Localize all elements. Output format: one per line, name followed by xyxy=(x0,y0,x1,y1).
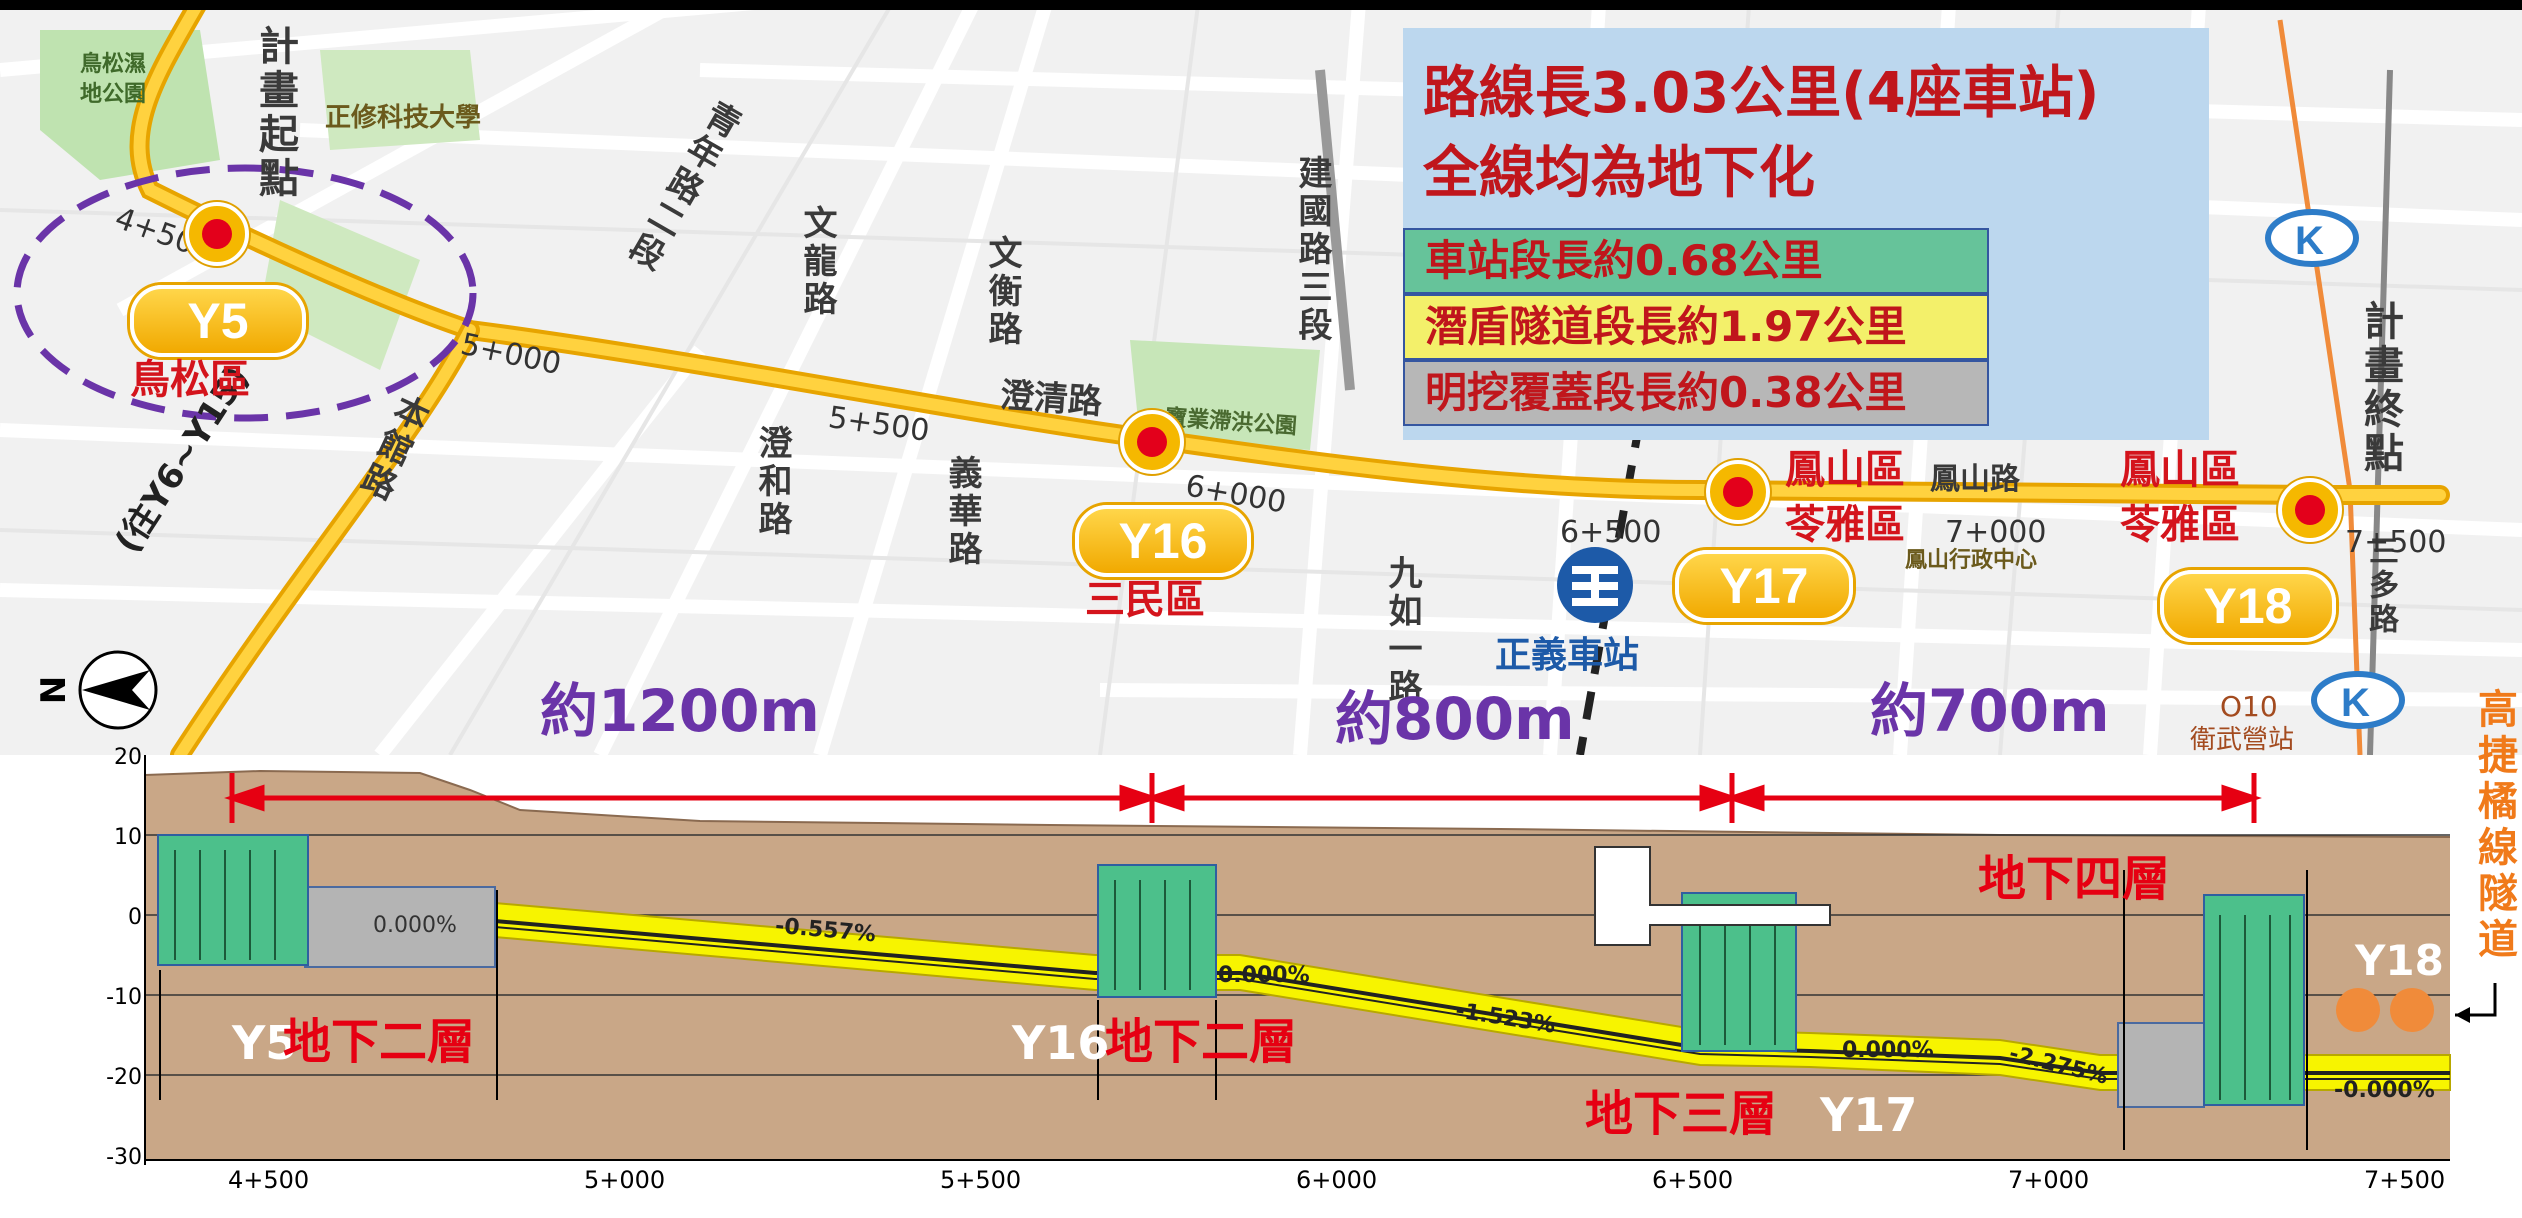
poi-label: 鳳山行政中心 xyxy=(1905,548,2038,573)
station-marker-y18 xyxy=(2278,478,2342,542)
cut-cover-box xyxy=(2117,1022,2205,1108)
district-label: 苓雅區 xyxy=(1785,502,1905,548)
grade-label: -0.000% xyxy=(2334,1078,2435,1103)
svg-text:K: K xyxy=(2341,681,2370,725)
poi-label: 正義車站 xyxy=(1495,635,1640,676)
orange-line-connector-label: 高捷橘線隧道 xyxy=(2471,688,2517,964)
station-level-y17: 地下三層 xyxy=(1585,1086,1778,1142)
station-code-y16: Y16 xyxy=(1012,1016,1110,1070)
x-tick: 4+500 xyxy=(228,1166,310,1194)
north-label: N xyxy=(34,675,75,705)
station-badge-y16: Y16 xyxy=(1075,505,1251,577)
station-code-y5: Y5 xyxy=(232,1016,298,1070)
district-label: 鳳山區 xyxy=(2120,447,2240,493)
station-level-y5: 地下二層 xyxy=(283,1014,476,1070)
station-box-y5 xyxy=(157,834,309,966)
y-tick: -20 xyxy=(106,1065,142,1090)
road-label: 文龍路 xyxy=(797,205,837,319)
x-tick: 5+000 xyxy=(584,1166,666,1194)
road-label: 三多路 xyxy=(2363,535,2398,637)
district-label: 鳥松區 xyxy=(130,357,250,403)
legend-shield-tunnel: 潛盾隧道段長約1.97公里 xyxy=(1403,294,1989,360)
y-tick: -30 xyxy=(106,1145,142,1170)
top-border xyxy=(0,0,2522,10)
connector-tunnel-circle xyxy=(2336,988,2380,1032)
distance-label: 約800m xyxy=(1335,685,1575,753)
legend-station-section: 車站段長約0.68公里 xyxy=(1403,228,1989,294)
road-label: 計畫起點 xyxy=(252,25,298,201)
station-code-y18: Y18 xyxy=(2355,936,2444,985)
district-label: 苓雅區 xyxy=(2120,502,2240,548)
distance-label: 約700m xyxy=(1870,677,2110,745)
road-label: 計畫終點 xyxy=(2357,300,2403,476)
road-label: 文衡路 xyxy=(982,235,1022,349)
poi-label: O10 xyxy=(2220,690,2278,723)
y-tick: 20 xyxy=(114,745,142,770)
station-level-y18: 地下四層 xyxy=(1978,851,2171,907)
poi-label: 正修科技大學 xyxy=(325,103,482,133)
chainage-label: 7+500 xyxy=(2345,525,2447,560)
svg-text:K: K xyxy=(2295,219,2324,263)
y-tick: 0 xyxy=(128,905,142,930)
y-tick: -10 xyxy=(106,985,142,1010)
x-tick: 6+500 xyxy=(1652,1166,1734,1194)
road-label: 九如一路 xyxy=(1382,555,1422,707)
station-badge-y18: Y18 xyxy=(2160,570,2336,642)
chainage-label: 6+500 xyxy=(1560,515,1662,550)
district-label: 三民區 xyxy=(1085,577,1205,623)
distance-label: 約1200m xyxy=(540,677,820,745)
connector-tunnel-circle xyxy=(2390,988,2434,1032)
road-label: 建國路三段 xyxy=(1292,155,1332,345)
station-badge-y5: Y5 xyxy=(130,285,306,357)
route-info-box: 路線長3.03公里(4座車站) 全線均為地下化 車站段長約0.68公里 潛盾隧道… xyxy=(1403,28,2209,440)
cut-cover-box xyxy=(304,886,496,968)
station-code-y17: Y17 xyxy=(1820,1088,1918,1142)
road-label: 義華路 xyxy=(942,455,982,569)
district-label: 鳳山區 xyxy=(1785,447,1905,493)
x-tick: 7+000 xyxy=(2008,1166,2090,1194)
x-tick: 5+500 xyxy=(940,1166,1022,1194)
station-box-y16 xyxy=(1097,864,1217,998)
x-tick: 6+000 xyxy=(1296,1166,1378,1194)
route-map: K K 計畫起點 青年路二段 文龍路 文衡路 建國路三段 本館路 澄和路 義華路… xyxy=(0,10,2522,755)
chainage-label: 7+000 xyxy=(1945,515,2047,550)
mrt-k-icon: K xyxy=(2265,209,2359,267)
route-underground-title: 全線均為地下化 xyxy=(1423,141,1815,206)
poi-label: 鳥松濕地公園 xyxy=(80,52,147,107)
road-label: 澄清路 xyxy=(998,375,1104,423)
poi-label: 衛武營站 xyxy=(2190,725,2295,755)
grade-label: 0.000% xyxy=(373,913,457,938)
station-level-y16: 地下二層 xyxy=(1105,1014,1298,1070)
station-marker-y17 xyxy=(1706,460,1770,524)
grade-label: 0.000% xyxy=(1218,963,1310,988)
legend-cut-and-cover: 明挖覆蓋段長約0.38公里 xyxy=(1403,360,1989,426)
y-tick: 10 xyxy=(114,825,142,850)
x-tick: 7+500 xyxy=(2364,1166,2446,1194)
station-badge-y17: Y17 xyxy=(1675,550,1853,622)
route-length-title: 路線長3.03公里(4座車站) xyxy=(1423,61,2100,126)
grade-label: 0.000% xyxy=(1842,1038,1934,1063)
longitudinal-profile xyxy=(144,755,2497,1165)
road-label: 澄和路 xyxy=(752,425,792,539)
station-marker-y5 xyxy=(185,202,249,266)
road-label: 鳳山路 xyxy=(1930,462,2020,497)
station-marker-y16 xyxy=(1120,410,1184,474)
